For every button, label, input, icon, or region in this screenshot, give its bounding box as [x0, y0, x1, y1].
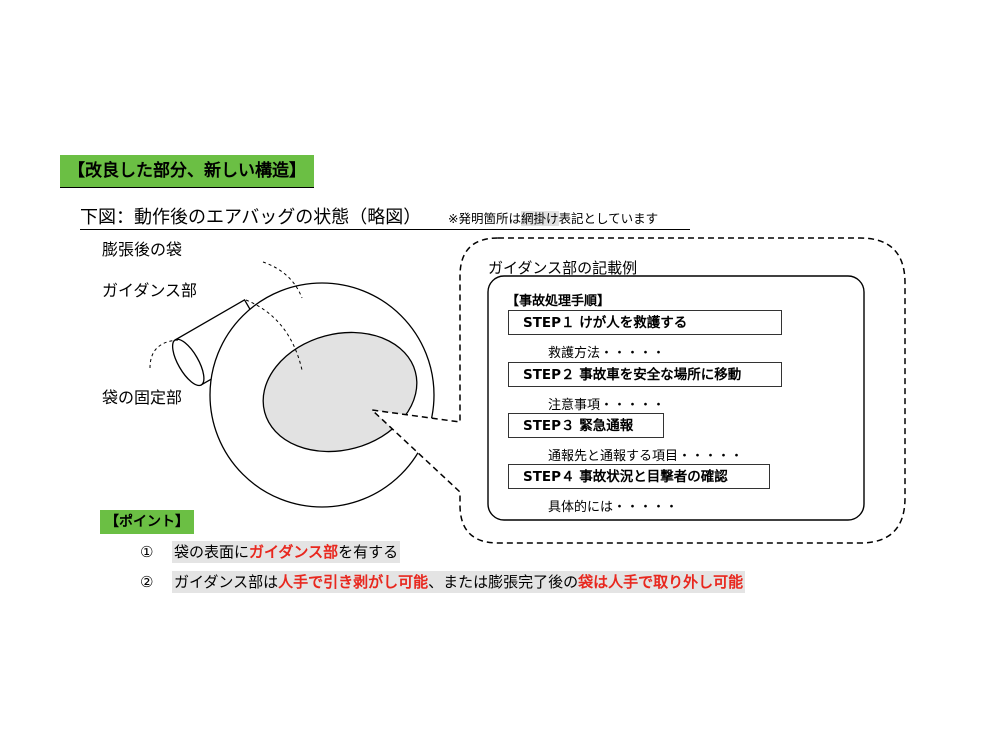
leader-inflated-bag	[262, 261, 303, 299]
point-2-part-b: 人手で引き剥がし可能	[278, 573, 429, 591]
points-heading: 【ポイント】	[100, 510, 194, 534]
step-1-detail: 救護方法・・・・・	[548, 346, 666, 361]
step-3-box: STEP３ 緊急通報	[508, 413, 664, 438]
point-1-number: ①	[140, 543, 154, 561]
label-guidance: ガイダンス部	[102, 281, 198, 300]
point-2: ② ガイダンス部は人手で引き剥がし可能、または膨張完了後の袋は人手で取り外し可能	[140, 571, 746, 593]
figure-subtitle: 下図：動作後のエアバッグの状態（略図）	[80, 207, 422, 228]
point-1-part-a: 袋の表面に	[174, 543, 250, 561]
step-2-detail: 注意事項・・・・・	[548, 398, 666, 413]
point-2-part-c: 、または膨張完了後の	[428, 573, 579, 591]
point-2-part-a: ガイダンス部は	[174, 573, 279, 591]
note-suffix: 表記としています	[558, 211, 659, 226]
point-1-part-b: ガイダンス部	[249, 543, 339, 561]
figure-note: ※発明箇所は網掛け表記としています	[448, 208, 658, 227]
subtitle-underline	[80, 229, 690, 230]
example-box	[487, 275, 865, 521]
label-fixing: 袋の固定部	[102, 388, 183, 407]
label-inflated-bag: 膨張後の袋	[102, 240, 183, 259]
point-2-part-d: 袋は人手で取り外し可能	[578, 573, 744, 591]
guidance-part-shape	[262, 331, 418, 453]
note-mesh-text: 網掛け	[520, 211, 559, 226]
procedure-title: 【事故処理手順】	[506, 294, 611, 309]
note-prefix: ※発明箇所は	[448, 211, 521, 226]
step-4-detail: 具体的には・・・・・	[548, 500, 679, 515]
example-title: ガイダンス部の記載例	[488, 259, 638, 277]
step-3-detail: 通報先と通報する項目・・・・・	[548, 449, 744, 464]
point-1: ① 袋の表面にガイダンス部を有する	[140, 541, 401, 563]
point-2-number: ②	[140, 573, 154, 591]
point-2-text: ガイダンス部は人手で引き剥がし可能、または膨張完了後の袋は人手で取り外し可能	[172, 571, 746, 593]
step-2-box: STEP２ 事故車を安全な場所に移動	[508, 362, 782, 387]
point-1-part-c: を有する	[338, 543, 399, 561]
section-heading: 【改良した部分、新しい構造】	[60, 155, 314, 188]
point-1-text: 袋の表面にガイダンス部を有する	[172, 541, 401, 563]
step-1-box: STEP１ けが人を救護する	[508, 310, 782, 335]
step-4-box: STEP４ 事故状況と目撃者の確認	[508, 464, 770, 489]
